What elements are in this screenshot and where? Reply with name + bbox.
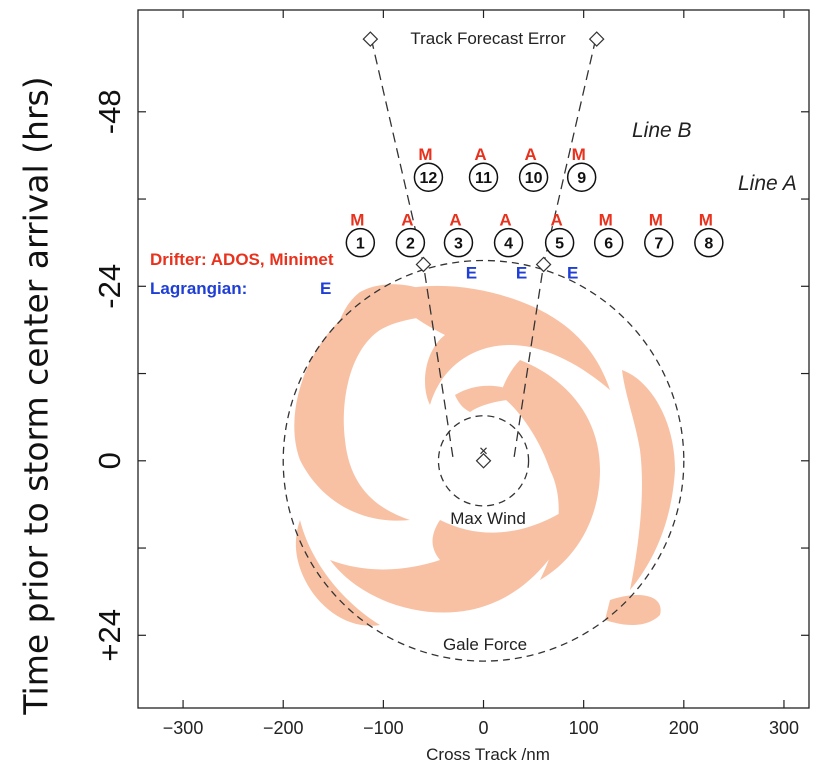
x-tick-label: −300 <box>163 718 204 738</box>
drop-point-8: 8M <box>694 211 724 258</box>
drop-point-label: 10 <box>525 170 543 187</box>
max-wind-circle <box>437 415 530 507</box>
legend-lagrangian: Lagrangian: <box>150 279 247 298</box>
y-tick-label: -48 <box>92 89 127 134</box>
rain-band-far-southeast <box>605 595 661 625</box>
y-tick-label: 0 <box>92 452 127 469</box>
drop-point-11: 11 A <box>468 145 499 192</box>
storm-center-mark <box>480 447 487 455</box>
drop-point-5: 5 A E <box>544 211 578 283</box>
rain-band-east <box>500 360 600 580</box>
track-error-marker <box>535 256 552 273</box>
drop-point-circle <box>443 227 474 258</box>
rain-band-south <box>330 500 580 613</box>
lagrangian-marker: E <box>466 264 477 283</box>
rain-band-far-east <box>622 370 675 590</box>
line-b-label: Line B <box>632 119 692 142</box>
drifter-marker: A <box>449 211 461 230</box>
rain-bands <box>294 284 675 626</box>
drop-point-7: 7M <box>644 211 674 258</box>
drifter-marker: M <box>572 145 586 164</box>
drop-point-label: 11 <box>475 170 492 187</box>
lagrangian-marker: E <box>516 264 527 283</box>
rain-band-north <box>392 285 610 405</box>
x-tick-label: 0 <box>479 718 489 738</box>
drop-point-label: 1 <box>356 236 365 253</box>
track-error-marker <box>362 31 379 47</box>
drop-point-label: 8 <box>704 236 713 253</box>
drop-point-label: 4 <box>504 236 513 253</box>
drop-point-9: 9M <box>566 145 597 192</box>
plot-frame <box>137 9 810 709</box>
drifter-marker: M <box>350 211 364 230</box>
drifter-marker: M <box>418 145 432 164</box>
drop-point-1: 1M <box>345 211 376 258</box>
drop-point-circle <box>395 227 426 258</box>
rain-band-west <box>294 284 470 521</box>
drifter-marker: A <box>524 145 536 164</box>
legend-drifter: Drifter: ADOS, Minimet <box>150 250 334 269</box>
legend-lagrangian-code: E <box>320 279 331 298</box>
gale-force-label: Gale Force <box>443 635 527 654</box>
track-error-marker <box>588 31 605 47</box>
drop-point-circle <box>566 162 597 192</box>
drop-point-label: 9 <box>577 170 586 187</box>
track-error-marker <box>415 256 432 273</box>
track-error-label: Track Forecast Error <box>410 29 566 48</box>
x-tick-label: 100 <box>569 718 599 738</box>
drifter-marker: M <box>699 211 713 230</box>
max-wind-label: Max Wind <box>450 509 526 528</box>
drop-point-circle <box>593 227 624 258</box>
drifter-marker: A <box>474 145 486 164</box>
drifter-marker: A <box>499 211 511 230</box>
drop-point-circle <box>493 227 524 258</box>
drop-point-3: 3 A E <box>443 211 477 283</box>
drifter-marker: A <box>550 211 562 230</box>
drop-point-4: 4 A E <box>493 211 527 283</box>
lagrangian-marker: E <box>567 264 578 283</box>
line-a-label: Line A <box>738 172 797 195</box>
x-tick-label: −100 <box>363 718 404 738</box>
drop-point-10: 10 A <box>518 145 549 192</box>
x-tick-label: −200 <box>263 718 304 738</box>
drop-point-2: 2A <box>395 211 426 258</box>
track-error-marker <box>475 452 492 469</box>
y-tick-label: -24 <box>92 264 127 309</box>
rain-band-inner-north <box>455 385 525 412</box>
drifter-marker: M <box>599 211 613 230</box>
drop-point-label: 5 <box>555 236 564 253</box>
drop-point-label: 2 <box>406 236 415 253</box>
drifter-marker: A <box>401 211 413 230</box>
drop-point-label: 3 <box>454 236 463 253</box>
drop-point-label: 12 <box>420 170 438 187</box>
drop-point-circle <box>544 227 575 258</box>
drop-point-circle <box>345 227 376 258</box>
drop-point-circle <box>413 162 444 192</box>
gale-force-circle <box>282 259 685 662</box>
drop-point-circle <box>518 162 549 192</box>
drop-point-label: 7 <box>654 236 663 253</box>
drifter-marker: M <box>649 211 663 230</box>
x-tick-label: 300 <box>769 718 799 738</box>
drop-point-6: 6M <box>593 211 624 258</box>
y-tick-label: +24 <box>92 609 127 662</box>
drop-point-12: 12 M <box>413 145 444 192</box>
drop-point-label: 6 <box>604 236 613 253</box>
x-tick-label: 200 <box>669 718 699 738</box>
rain-band-southwest <box>295 520 380 626</box>
drop-point-circle <box>644 227 674 258</box>
drop-point-circle <box>468 162 499 192</box>
drop-point-circle <box>694 227 724 258</box>
x-axis-title: Cross Track /nm <box>426 745 550 764</box>
